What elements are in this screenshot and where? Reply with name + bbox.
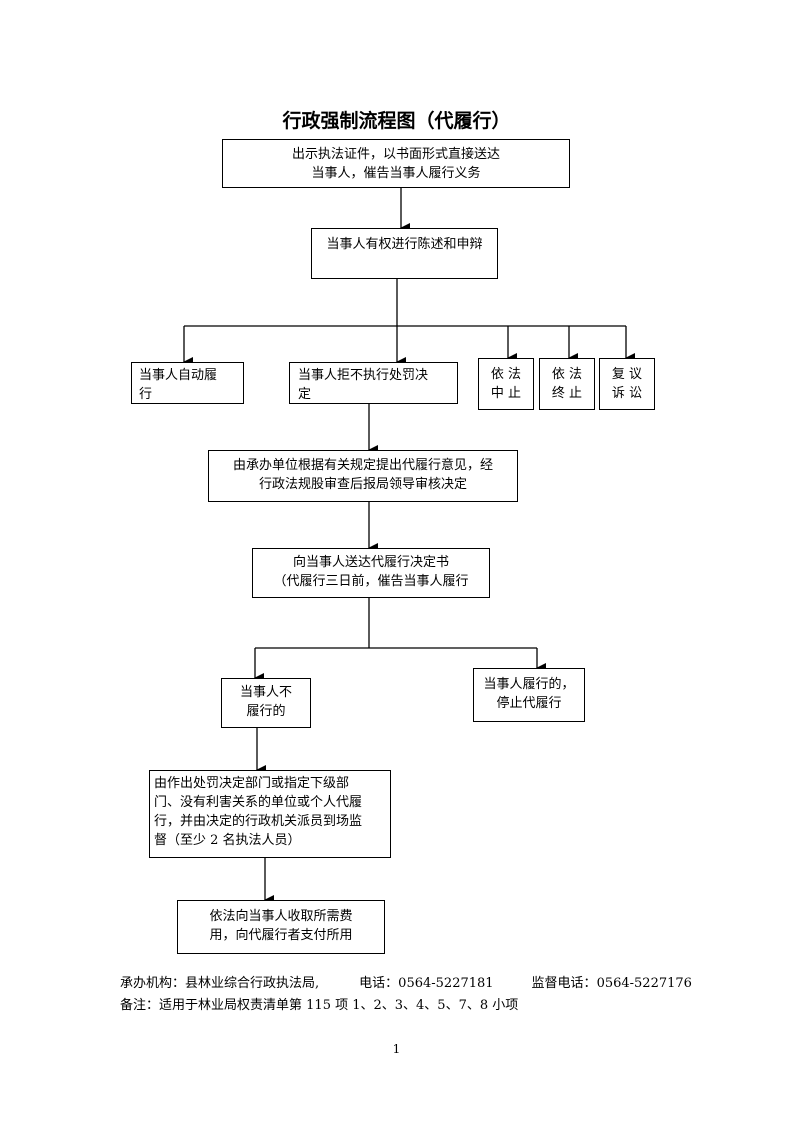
flow-node-refuse: 当事人拒不执行处罚决 定 xyxy=(289,362,458,404)
page-title: 行政强制流程图（代履行） xyxy=(282,110,511,132)
page-number: 1 xyxy=(392,1042,401,1056)
flow-node-self-perform: 当事人自动履 行 xyxy=(131,362,244,404)
flow-node-defense: 当事人有权进行陈述和申辩 xyxy=(311,228,498,279)
flow-node-decision: 向当事人送达代履行决定书 （代履行三日前，催告当事人履行 xyxy=(252,548,490,598)
flow-node-not-perform: 当事人不 履行的 xyxy=(221,678,311,728)
flow-node-opinion: 由承办单位根据有关规定提出代履行意见，经 行政法规股审查后报局领导审核决定 xyxy=(208,450,518,502)
flow-node-fees: 依法向当事人收取所需费 用，向代履行者支付所用 xyxy=(177,900,385,954)
flow-node-suspend: 依 法 中 止 xyxy=(478,358,534,410)
flow-node-execute: 由作出处罚决定部门或指定下级部 门、没有利害关系的单位或个人代履 行，并由决定的… xyxy=(149,770,391,858)
footer-note: 备注：适用于林业局权责清单第 115 项 1、2、3、4、5、7、8 小项 xyxy=(120,998,519,1013)
flow-node-notice: 出示执法证件，以书面形式直接送达 当事人，催告当事人履行义务 xyxy=(222,139,570,188)
flow-node-review: 复 议 诉 讼 xyxy=(599,358,655,410)
flow-node-performed: 当事人履行的， 停止代履行 xyxy=(473,668,585,722)
flow-node-terminate: 依 法 终 止 xyxy=(539,358,595,410)
